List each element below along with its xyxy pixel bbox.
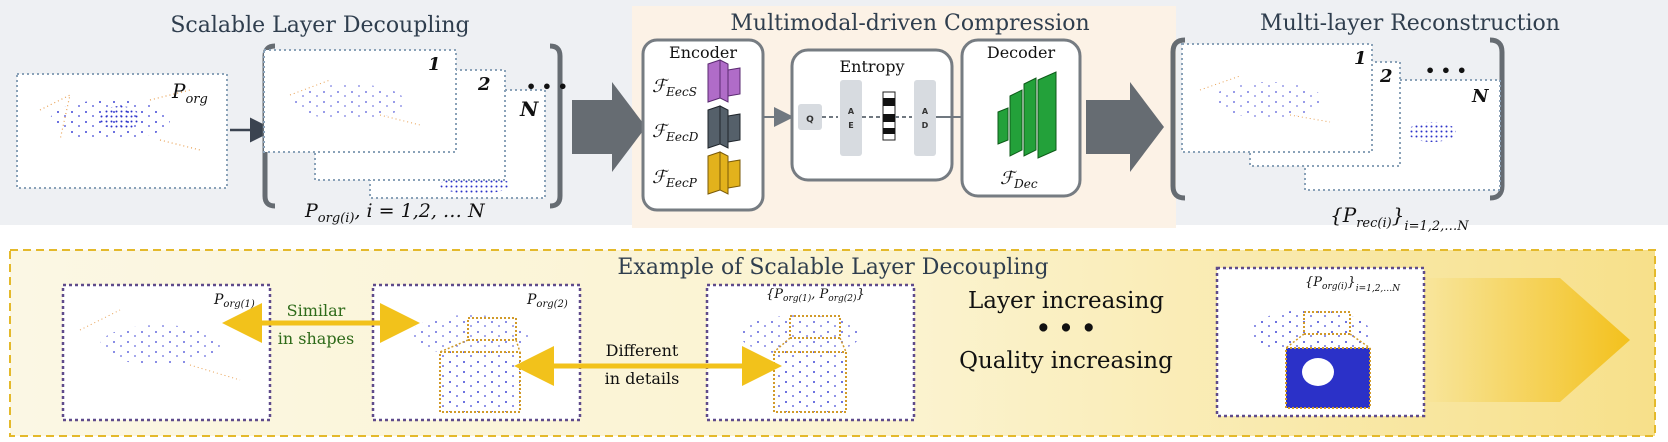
recon-layers-ellipsis: • • •	[1425, 61, 1467, 80]
example-layer-2: Porg(2)	[371, 283, 582, 422]
recon-layer-number-2: 2	[1379, 66, 1393, 87]
decoupling-right-bracket	[549, 43, 563, 209]
layer-increasing-text: Layer increasing	[968, 288, 1164, 314]
decoupling-caption: Porg(i), i = 1,2, … N	[304, 200, 486, 226]
layers-ellipsis: • • •	[526, 77, 568, 96]
detail-zoom-void	[1302, 358, 1334, 386]
example-layer-combined: {Porg(1), Porg(2)}	[705, 283, 916, 422]
bitstream-icon	[882, 91, 896, 141]
encoder-D-icon	[707, 105, 729, 149]
example-layer-1: Porg(1)	[61, 283, 272, 422]
recon-layer-number-N: N	[1471, 86, 1490, 107]
decoder-network-icon	[997, 71, 1057, 159]
decoder-symbol: ℱDec	[1000, 168, 1038, 191]
encoder-S-icon	[707, 59, 729, 103]
example-layer-all: {Porg(i)}i=1,2,…N	[1215, 266, 1426, 418]
encoder-label: Encoder	[669, 43, 737, 62]
svg-text:E: E	[848, 121, 853, 130]
example-box4-label: {Porg(i)}i=1,2,…N	[1305, 275, 1401, 294]
reconstruction-right-bracket	[1489, 37, 1505, 201]
encoder-S-symbol: ℱEecS	[652, 76, 697, 99]
decoupled-layer-1: 1	[263, 49, 457, 153]
arithmetic-decoder-label: A	[922, 107, 929, 116]
entropy-module: Entropy Q A E A D	[790, 48, 954, 182]
encoder-point-block: ℱEecP	[652, 151, 741, 195]
entropy-label: Entropy	[840, 57, 905, 76]
quantizer-label: Q	[806, 115, 814, 125]
input-label: Porg	[171, 79, 208, 107]
different-line1: Different	[606, 341, 679, 360]
example-title: Example of Scalable Layer Decoupling	[617, 255, 1048, 280]
detail-zoom-layer2	[439, 351, 521, 413]
similar-line2: in shapes	[278, 329, 354, 348]
detail-highlight-small	[467, 317, 517, 341]
example-box2-label: Porg(2)	[526, 292, 568, 310]
decoder-module: Decoder ℱDec	[960, 38, 1082, 198]
compression-title: Multimodal-driven Compression	[730, 11, 1089, 36]
decoupling-to-encoder-arrow	[572, 82, 646, 172]
encoder-D-symbol: ℱEecD	[652, 121, 699, 144]
detail-zoom-combined	[773, 351, 847, 413]
layer-number-N: N	[519, 97, 539, 121]
arithmetic-encoder-box	[840, 80, 862, 156]
encoder-P-symbol: ℱEecP	[652, 167, 698, 190]
svg-text:D: D	[922, 121, 929, 130]
layer-number-1: 1	[428, 54, 441, 75]
decoder-to-reconstruction-arrow	[1086, 82, 1164, 172]
point-cloud-dense-core	[100, 106, 140, 130]
input-point-cloud: Porg	[16, 73, 228, 189]
quality-increasing-text: Quality increasing	[959, 348, 1173, 374]
increasing-dots: • • •	[1036, 315, 1096, 342]
encoder-semantic-block: ℱEecS	[652, 59, 741, 103]
encoder-P-icon	[707, 151, 729, 195]
similar-line1: Similar	[287, 301, 346, 320]
reconstruction-caption: {Prec(i)}i=1,2,…N	[1330, 203, 1469, 234]
encoder-depth-block: ℱEecD	[652, 105, 741, 149]
arithmetic-encoder-label: A	[848, 107, 855, 116]
recon-layer-number-1: 1	[1354, 48, 1367, 69]
layer-number-2: 2	[477, 74, 491, 95]
encoder-module: Encoder ℱEecS ℱEecD ℱEecP	[641, 38, 765, 212]
reconstructed-layer-1: 1	[1181, 43, 1373, 153]
reconstruction-title: Multi-layer Reconstruction	[1260, 11, 1560, 36]
arithmetic-decoder-box	[914, 80, 936, 156]
quantizer-box	[798, 104, 822, 130]
example-box3-label: {Porg(1), Porg(2)}	[766, 287, 865, 304]
different-line2: in details	[605, 369, 680, 388]
decoupling-title: Scalable Layer Decoupling	[170, 13, 469, 38]
decoder-label: Decoder	[987, 43, 1056, 62]
reconstruction-left-bracket	[1170, 37, 1186, 201]
